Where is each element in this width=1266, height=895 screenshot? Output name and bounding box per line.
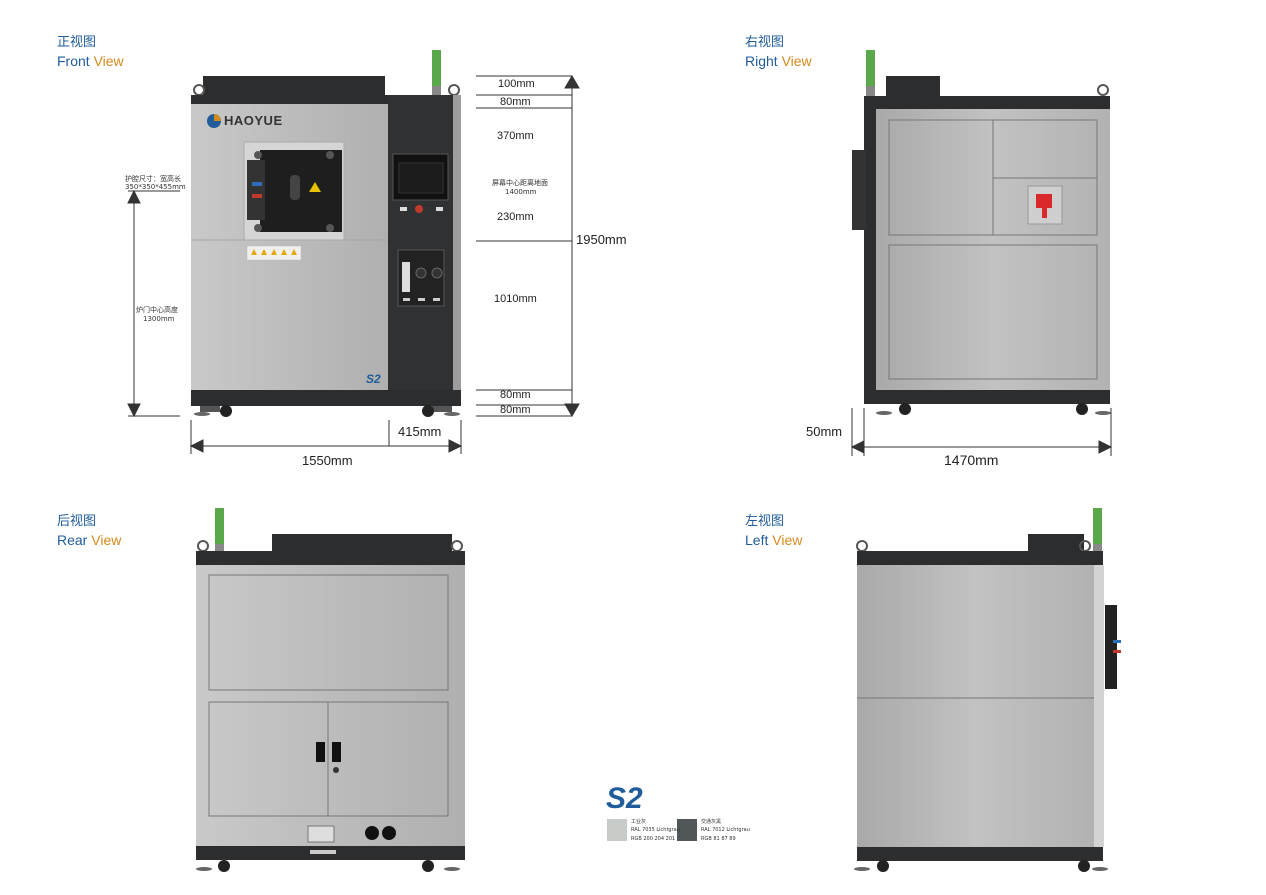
rear-view-machine <box>196 508 465 872</box>
right-view-title-zh: 右视图 <box>745 35 785 50</box>
front-view-title-zh: 正视图 <box>57 35 97 50</box>
left-view-title-en-a: Left <box>745 532 769 548</box>
glovebox-size-note-1: 护腔尺寸：宽高长 <box>125 175 181 183</box>
dim-230mm: 230mm <box>497 211 534 223</box>
dim-415mm: 415mm <box>398 424 442 439</box>
dim-total-height: 1950mm <box>576 232 627 247</box>
right-view-title-en-b: View <box>781 53 812 69</box>
rear-view-title-en-a: Rear <box>57 532 88 548</box>
right-view-title-en-a: Right <box>745 53 778 69</box>
front-view-title-en-b: View <box>93 53 124 69</box>
dim-80mm-bottom: 80mm <box>500 404 531 416</box>
rear-view-title: 后视图 Rear View <box>57 513 121 549</box>
glovebox-size-note-2: 350*350*455mm <box>125 183 186 191</box>
front-view-title: 正视图 Front View <box>57 34 124 70</box>
legend-light-rgb: RGB 200 204 201 <box>631 836 676 842</box>
front-view-machine <box>191 50 461 417</box>
dim-100mm: 100mm <box>498 78 535 90</box>
right-dimension-lines <box>850 408 1113 456</box>
left-view-machine <box>854 508 1121 872</box>
right-view-title: 右视图 Right View <box>745 34 812 70</box>
screen-height-note-1: 屏幕中心距离地面 <box>492 179 548 187</box>
right-view-machine <box>852 50 1111 415</box>
door-center-note-2: 1300mm <box>143 315 175 323</box>
legend-model-logo: S2 <box>606 782 643 815</box>
dim-width-1550: 1550mm <box>302 453 353 468</box>
legend-light-name: 工业灰 <box>631 819 647 825</box>
legend-light-swatch <box>607 819 627 841</box>
machine-model-badge: S2 <box>366 372 381 386</box>
left-view-title-zh: 左视图 <box>745 514 785 529</box>
legend-dark-rgb: RGB 81 87 89 <box>701 836 736 842</box>
front-view-title-en-a: Front <box>57 53 90 69</box>
left-view-title: 左视图 Left View <box>745 513 802 549</box>
screen-height-note-2: 1400mm <box>505 188 537 196</box>
dim-80mm-top: 80mm <box>500 96 531 108</box>
rear-view-title-en-b: View <box>91 532 122 548</box>
brand-logo-text: HAOYUE <box>224 113 283 128</box>
left-view-title-en-b: View <box>772 532 803 548</box>
door-center-note-1: 炉门中心高度 <box>136 306 178 314</box>
legend-dark-ral: RAL 7012 Lichtgrau <box>701 827 750 833</box>
legend-dark-swatch <box>677 819 697 841</box>
dim-depth-1470: 1470mm <box>944 452 999 468</box>
front-dimension-lines <box>127 75 580 454</box>
legend-light-ral: RAL 7035 Lichtgrau <box>631 827 680 833</box>
haoyue-logo-mark <box>207 114 221 128</box>
dim-1010mm: 1010mm <box>494 293 537 305</box>
dim-370mm: 370mm <box>497 130 534 142</box>
legend-dark-name: 交通灰黑 <box>701 819 722 825</box>
rear-view-title-zh: 后视图 <box>57 514 97 529</box>
dim-80mm-mid: 80mm <box>500 389 531 401</box>
dim-50mm: 50mm <box>806 424 843 439</box>
